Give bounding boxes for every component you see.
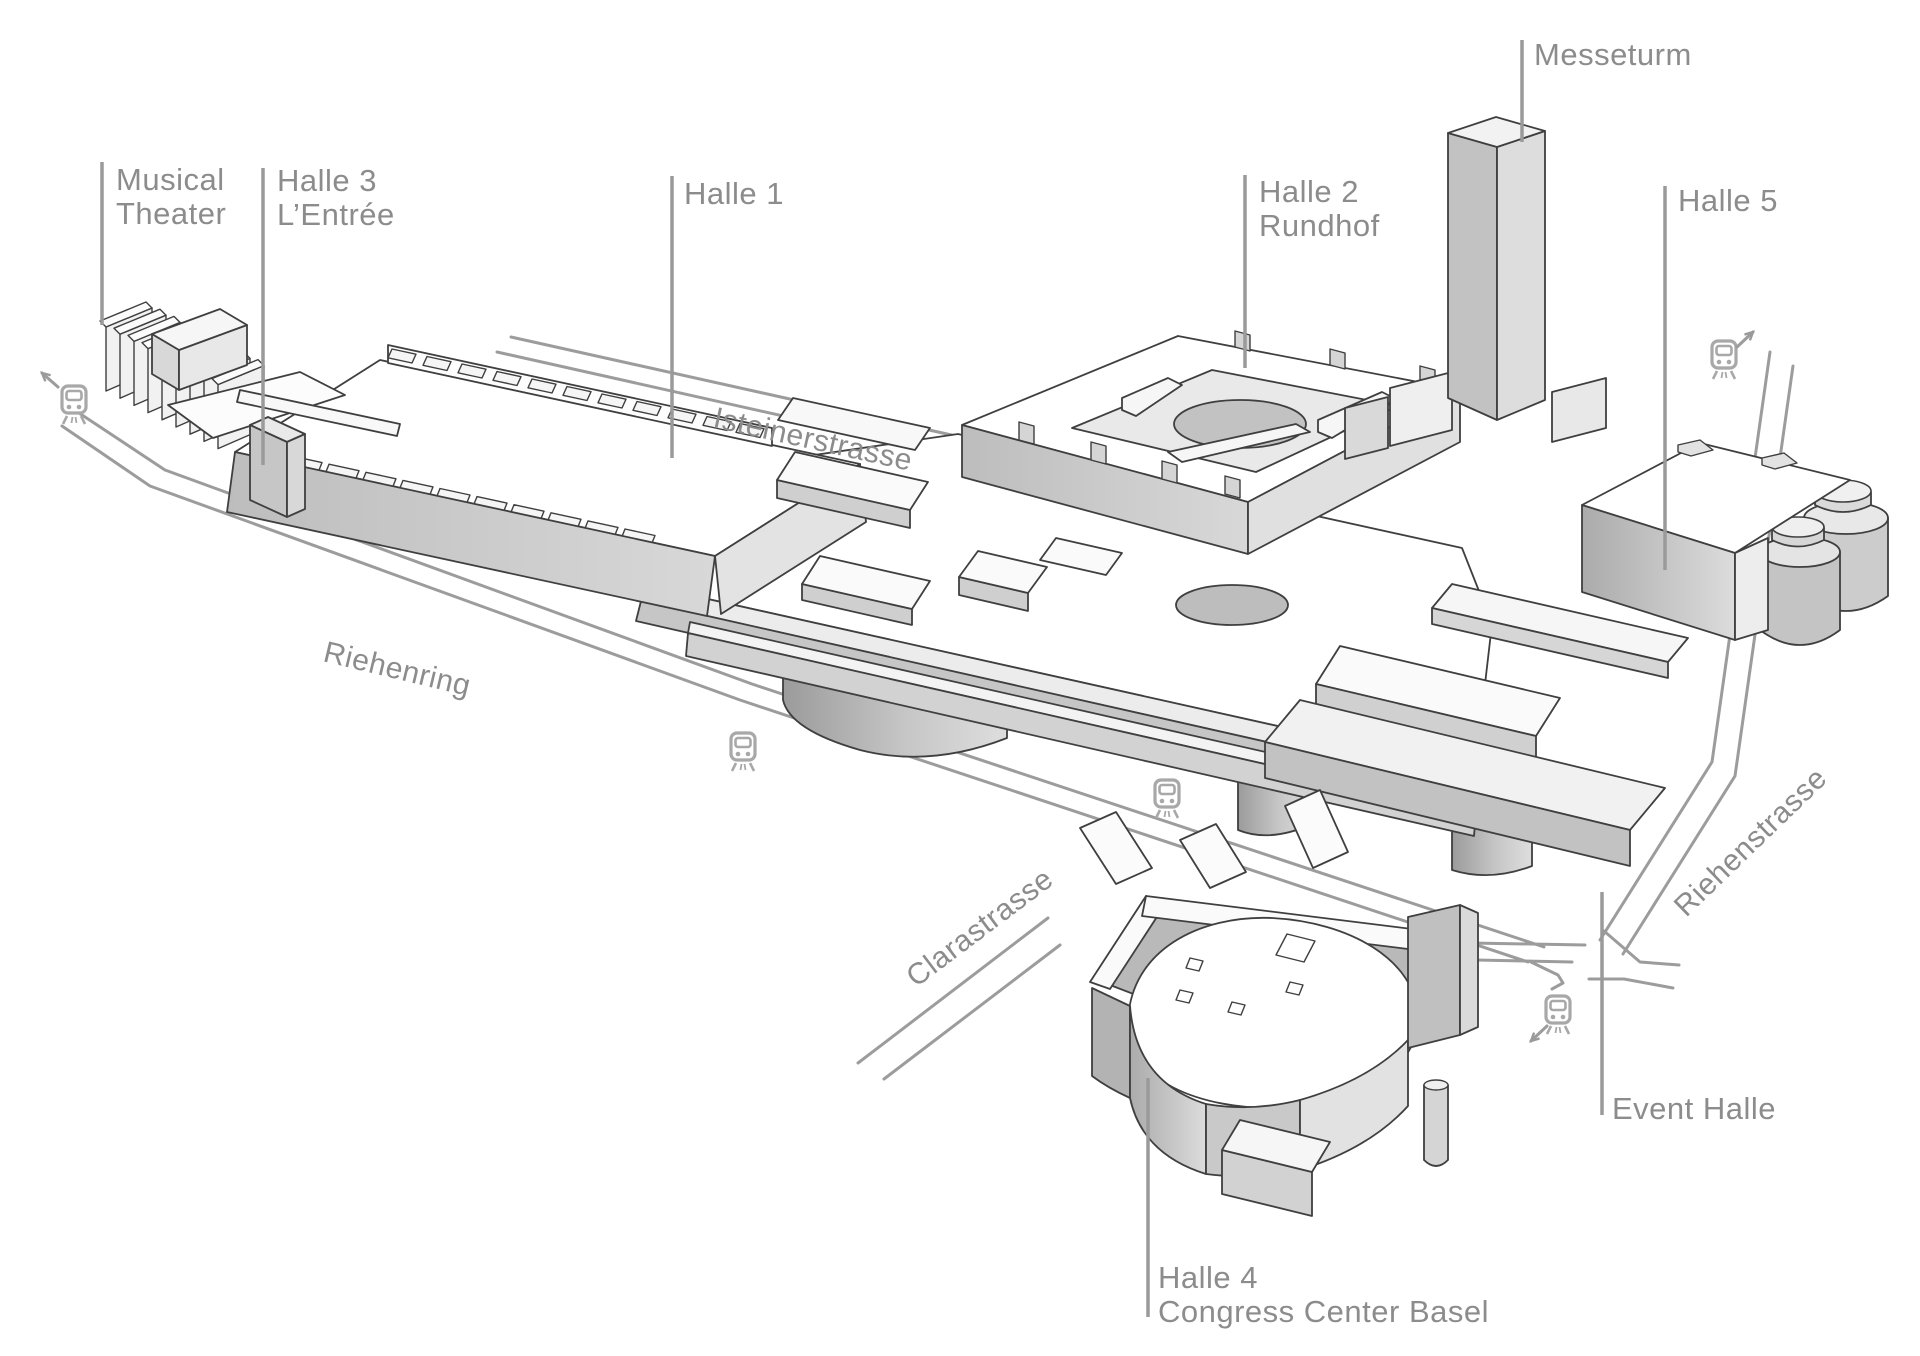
arrow-up-right-icon — [1735, 332, 1753, 349]
halle-5-label: Halle 5 — [1678, 183, 1778, 218]
tram-icon — [1153, 778, 1181, 820]
halle-4-walkway-bar-3 — [1284, 789, 1349, 869]
event-halle-lower-slab-side — [1264, 741, 1631, 867]
tram-stops — [42, 332, 1753, 1041]
halle-2-parapet-front — [1167, 423, 1311, 463]
halle-4-pillar — [1423, 1084, 1449, 1167]
deck-box-west — [776, 451, 929, 529]
halle-3-label-line2: L’Entrée — [277, 197, 395, 232]
entree-tower-side — [286, 433, 306, 518]
halle-4-wall-west — [1091, 987, 1131, 1099]
event-halle-walkway-side — [1431, 607, 1669, 679]
halle-2-parapet-left — [1121, 377, 1183, 417]
deck-bar — [958, 550, 1048, 612]
halle-5-roof-tab-2 — [1761, 452, 1798, 470]
halle-4-label-line2: Congress Center Basel — [1158, 1294, 1489, 1329]
deck-box-northeast — [1551, 377, 1607, 443]
entree-tower-front — [249, 424, 288, 518]
platform-circle-opening — [1175, 584, 1289, 626]
halle-5-roof-tab-1 — [1677, 439, 1714, 457]
messeturm-building — [1344, 116, 1546, 460]
halle-1-front-wall — [226, 451, 716, 617]
deck-bar — [801, 555, 931, 626]
tram-icon — [729, 731, 757, 773]
halle-3-entree-building — [167, 371, 401, 518]
tram-icon — [1710, 339, 1738, 381]
messeturm-side-face — [1496, 130, 1546, 421]
junction-notch — [1529, 960, 1565, 991]
arrow-up-left-icon — [42, 373, 60, 389]
messeturm-label: Messeturm — [1534, 37, 1692, 72]
musical-theater-box-roof — [151, 308, 248, 351]
event-halle-label: Event Halle — [1612, 1091, 1776, 1126]
halle-4-label-line1: Halle 4 — [1158, 1260, 1258, 1295]
deck-bar — [1039, 537, 1123, 576]
musical-theater-label-line1: Musical — [116, 162, 225, 197]
messeturm-base-box — [1389, 371, 1453, 447]
tram-icon — [1544, 994, 1572, 1036]
event-halle-building — [1264, 583, 1689, 867]
platform-canopy-slab-side — [685, 632, 1477, 837]
riehenring-label: Riehenring — [320, 636, 474, 703]
musical-theater-building — [99, 301, 265, 450]
halle-4-walkway-bar-1 — [1079, 811, 1153, 885]
leader-lines — [100, 40, 1667, 1317]
halle-1-label: Halle 1 — [684, 176, 784, 211]
halle-3-label-line1: Halle 3 — [277, 163, 377, 198]
clarastrasse-line-1 — [856, 916, 1050, 1065]
arrow-down-left-icon — [1531, 1024, 1549, 1041]
hall-labels: Musical Theater Halle 3 L’Entrée Halle 1… — [116, 37, 1778, 1329]
halle-5-cylinder-front — [1759, 551, 1841, 646]
halle-4-box-south-top — [1221, 1119, 1331, 1173]
halle-5-building — [1581, 439, 1889, 646]
clarastrasse-line-2 — [882, 943, 1062, 1081]
halle-4-wall-southeast — [1299, 1039, 1409, 1171]
halle-4-slab-tower-side — [1459, 904, 1479, 1036]
tram-icon — [60, 384, 88, 426]
isteinerstrasse-bridge — [777, 397, 931, 451]
messeturm-base-box-small — [1344, 396, 1389, 460]
messeturm-front-face — [1447, 132, 1498, 421]
musical-theater-label-line2: Theater — [116, 196, 226, 231]
junction-branch-1 — [1602, 929, 1681, 967]
halle-2-label-line2: Rundhof — [1259, 208, 1380, 243]
halle-4-walkway-bar-2 — [1179, 823, 1247, 889]
halle-4-slab-tower-front — [1407, 904, 1461, 1049]
halle-2-label-line1: Halle 2 — [1259, 174, 1359, 209]
riehenring-inner-line — [74, 409, 1546, 949]
riehenring-outer-line — [60, 424, 1530, 964]
halle-5-corner-sliver — [1734, 537, 1769, 641]
halle-4-roof-skylights — [1175, 933, 1316, 1016]
halle-4-congress-center-building — [1079, 789, 1479, 1217]
halle-4-pillar-top — [1423, 1079, 1449, 1091]
entree-canopy-bar — [236, 389, 401, 437]
